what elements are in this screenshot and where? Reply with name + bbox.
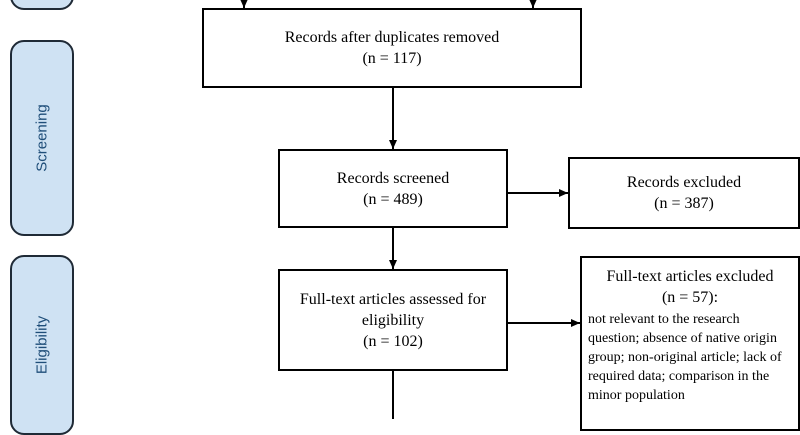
stage-tab-screening: Screening xyxy=(10,40,74,236)
fulltext-excluded-reasons: not relevant to the research question; a… xyxy=(588,312,782,403)
assessed-text-2: eligibility xyxy=(361,311,425,329)
screened-text: Records screened xyxy=(336,169,450,187)
box-records-after-duplicates: Records after duplicates removed (n = 11… xyxy=(202,8,582,88)
after-duplicates-count: (n = 117) xyxy=(362,50,422,67)
stage-tab-eligibility: Eligibility xyxy=(10,255,74,435)
stage-tab-top xyxy=(10,0,74,10)
excluded-text: Records excluded xyxy=(626,174,742,191)
excluded-count: (n = 387) xyxy=(654,195,714,212)
stage-label-screening: Screening xyxy=(33,104,51,172)
box-fulltext-excluded: Full-text articles excluded (n = 57): no… xyxy=(580,256,800,431)
after-duplicates-text: Records after duplicates removed xyxy=(284,29,500,46)
flow-connectors xyxy=(240,0,580,419)
screened-count: (n = 489) xyxy=(363,190,423,208)
fulltext-excluded-title: Full-text articles excluded xyxy=(606,268,774,285)
assessed-count: (n = 102) xyxy=(363,332,423,350)
box-records-excluded: Records excluded (n = 387) xyxy=(568,157,800,229)
assessed-text: Full-text articles assessed for xyxy=(299,290,487,308)
fulltext-excluded-count: (n = 57): xyxy=(661,289,719,306)
box-fulltext-assessed: Full-text articles assessed for eligibil… xyxy=(278,269,508,371)
stage-label-eligibility: Eligibility xyxy=(33,315,51,375)
box-records-screened: Records screened (n = 489) xyxy=(278,149,508,228)
